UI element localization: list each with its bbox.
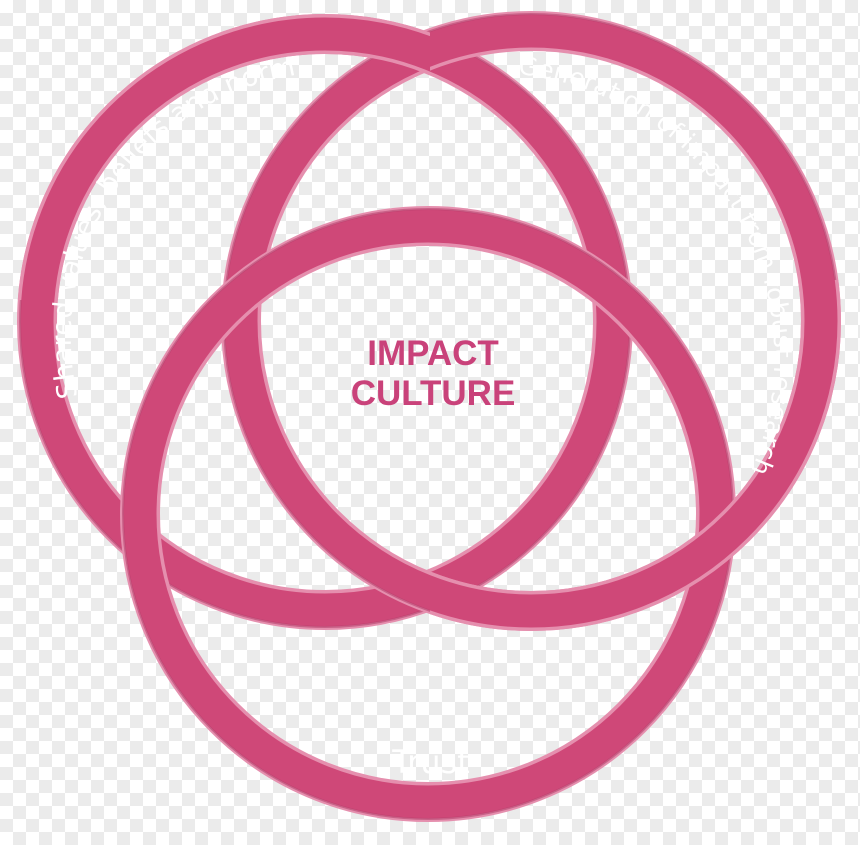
- ring-left-overlap: [17, 14, 430, 300]
- center-title-line1: IMPACT: [367, 334, 499, 373]
- ring-bottom-label: Trust: [391, 743, 470, 781]
- center-title-line2: CULTURE: [351, 374, 516, 413]
- ring-right-overlap: [430, 280, 841, 631]
- ring-bottom: [120, 206, 736, 822]
